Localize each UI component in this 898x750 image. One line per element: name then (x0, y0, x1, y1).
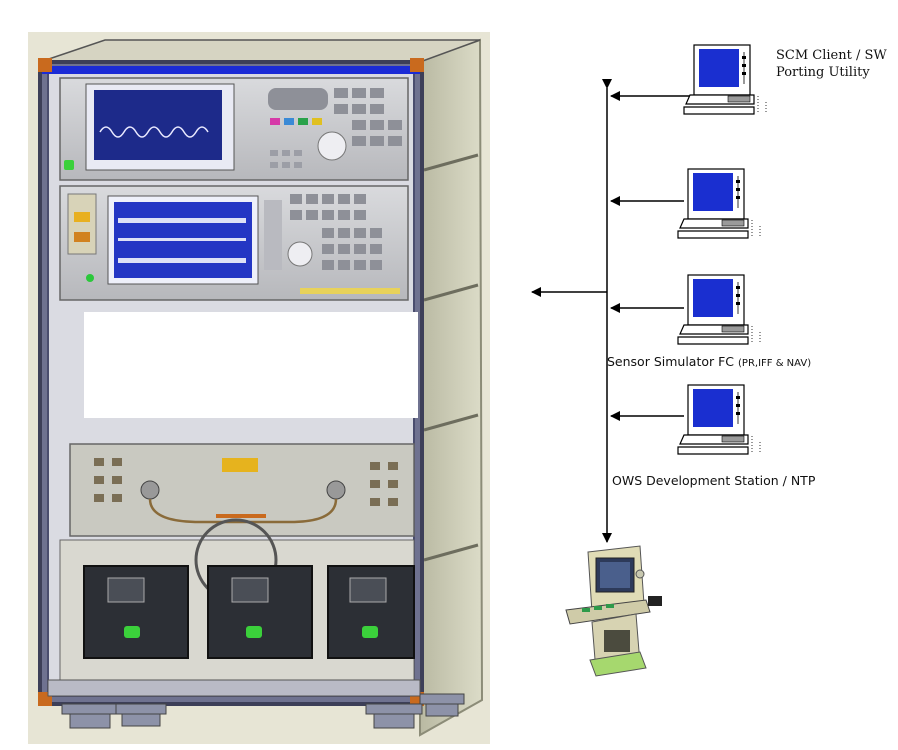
scm-client-computer-icon (683, 44, 767, 115)
sensor-simulator-label: Sensor Simulator FC (PR,IFF & NAV) (607, 354, 811, 369)
sensor-simulator-computer-icon (677, 274, 761, 345)
psu-units (83, 565, 415, 659)
equipment-rack (28, 32, 490, 744)
network-bus (531, 79, 690, 543)
scm-client-label-line2: Porting Utility (776, 65, 870, 80)
scm-client-label-line1: SCM Client / SW (776, 48, 887, 63)
ows-computer-icon (677, 384, 761, 455)
scm-client-label: SCM Client / SW Porting Utility (776, 47, 887, 81)
operator-console-icon (565, 545, 662, 677)
workstation-computer-icon (677, 168, 761, 239)
sensor-simulator-label-main: Sensor Simulator FC (607, 354, 739, 369)
ows-station-label: OWS Development Station / NTP (612, 473, 816, 488)
sensor-simulator-label-sub: (PR,IFF & NAV) (738, 358, 812, 369)
